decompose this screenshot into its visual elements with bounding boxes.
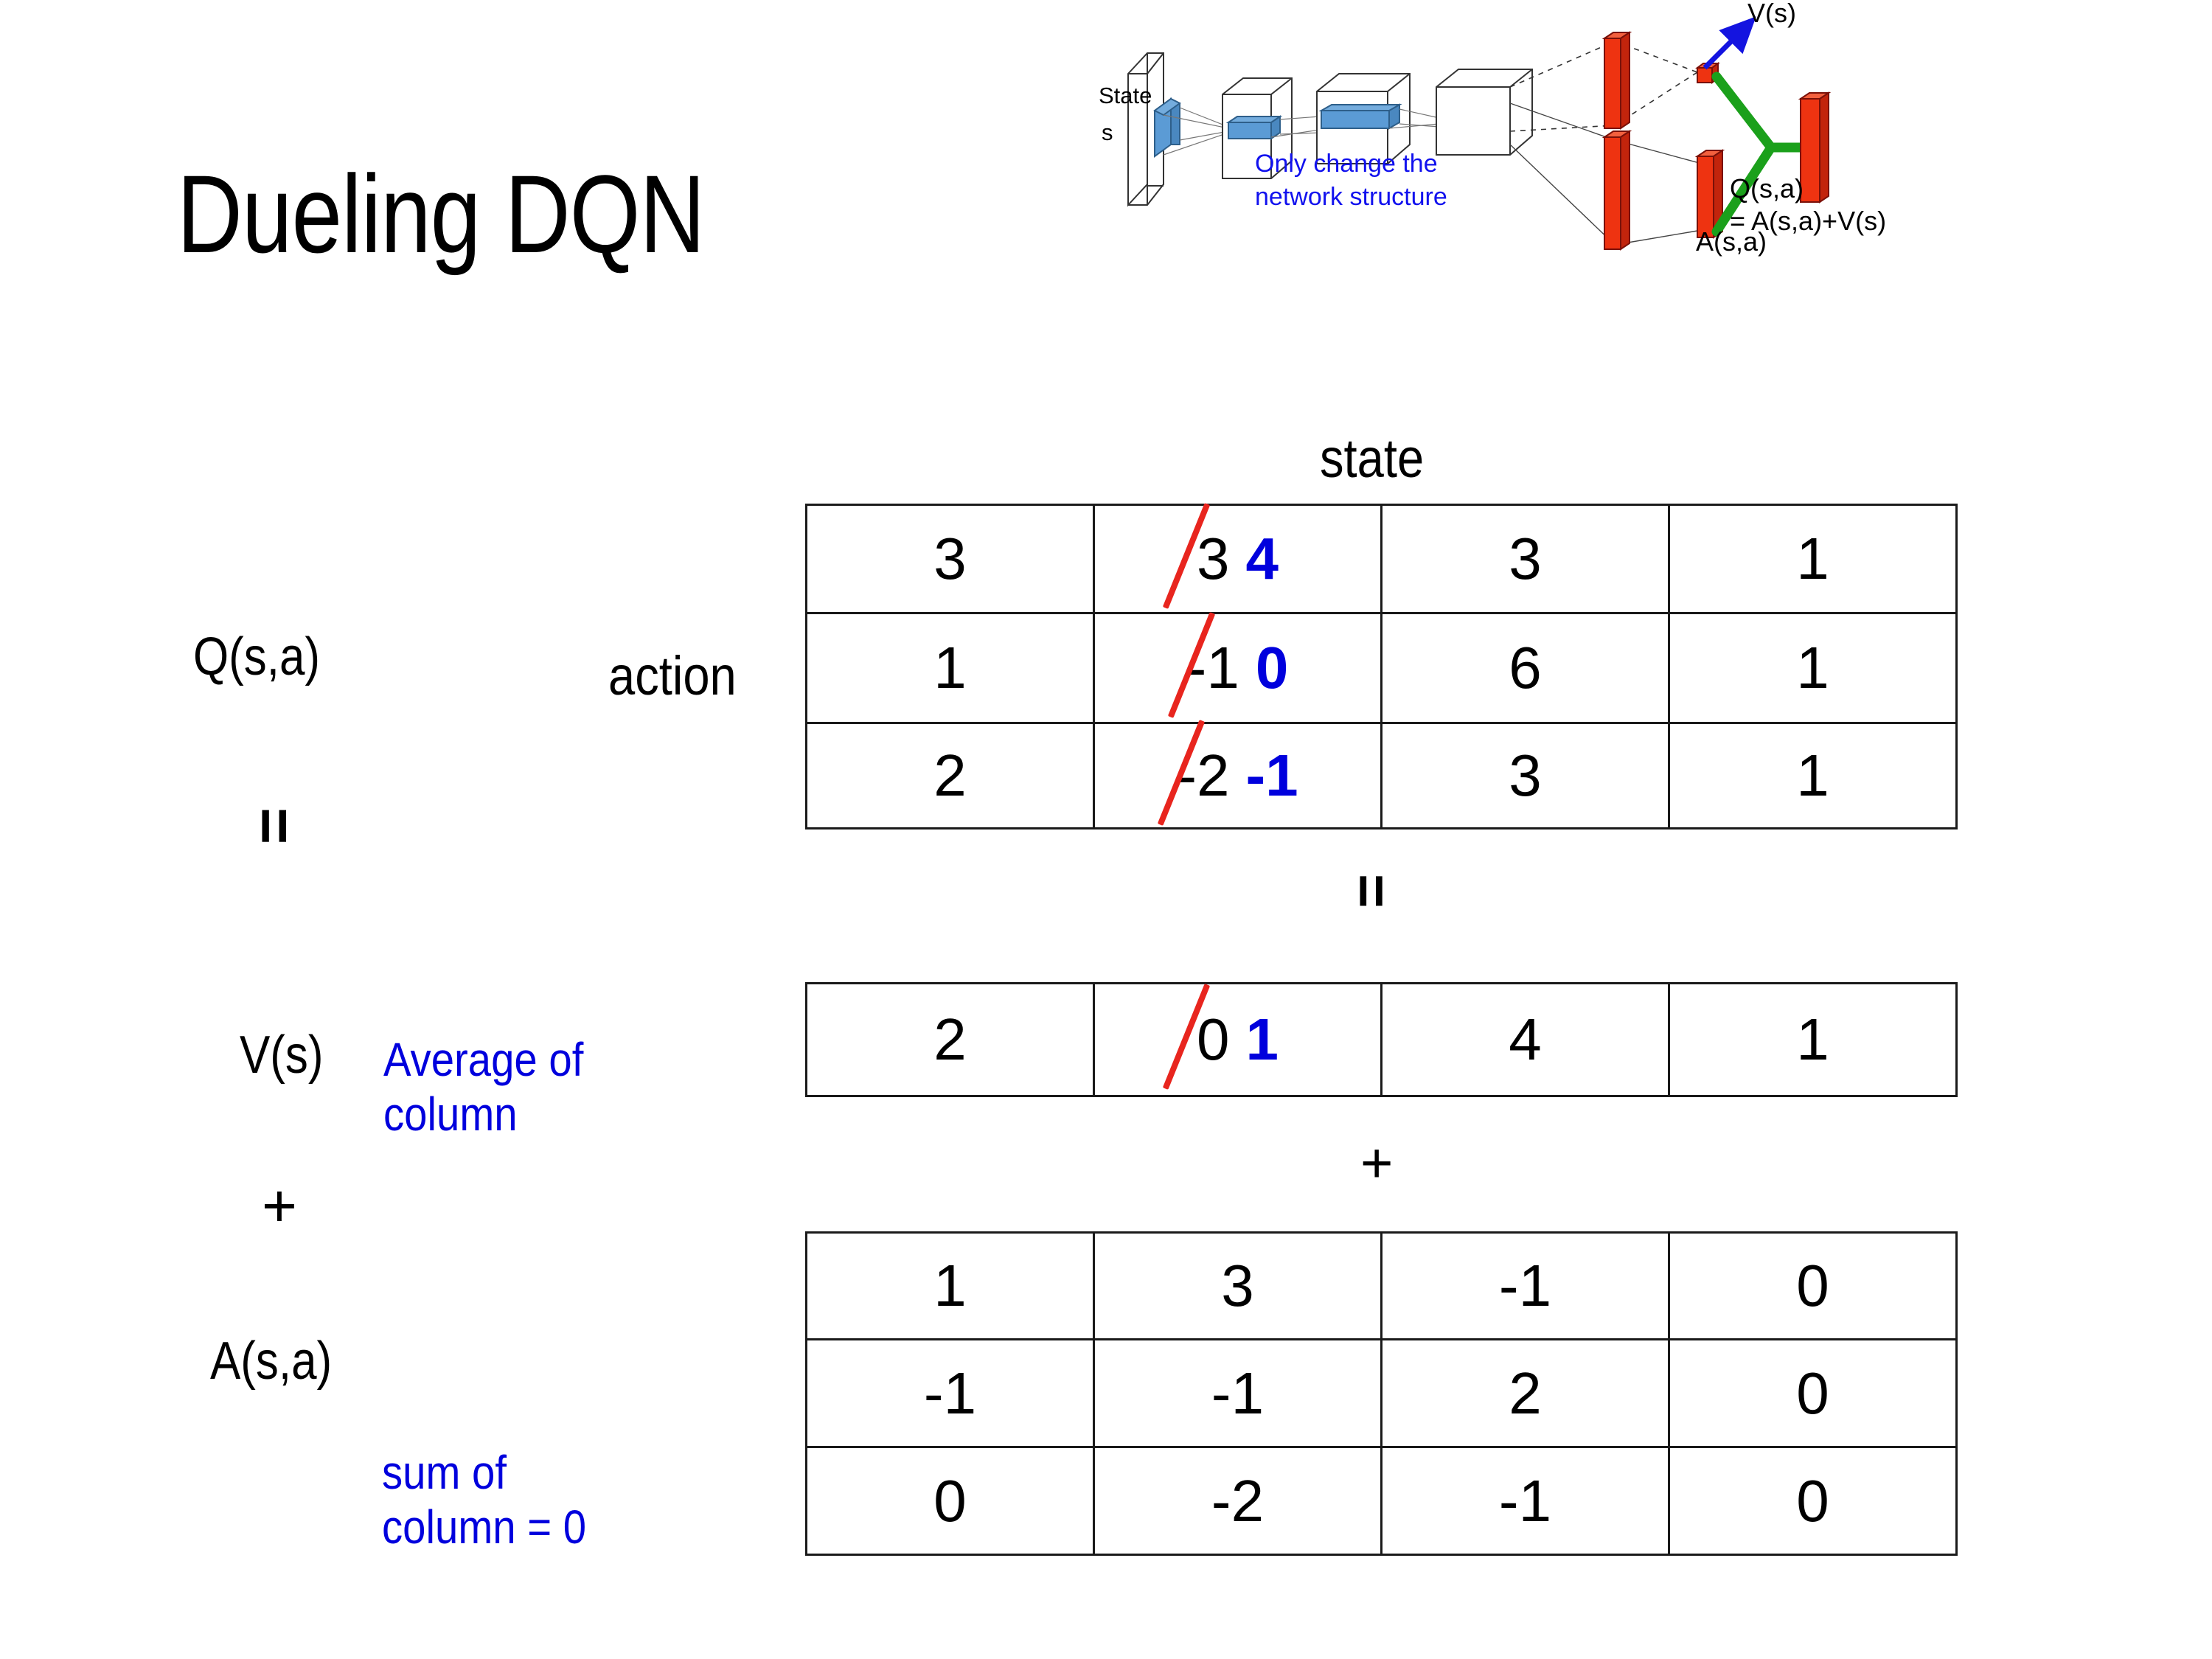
average-of-column-note: Average of column: [383, 1033, 584, 1141]
diagram-q-label-line1: Q(s,a): [1730, 173, 1804, 204]
v-cell-c2[interactable]: 4: [1380, 982, 1670, 1097]
equals-sign-q-v: =: [239, 807, 310, 842]
table-row: 2 -2-1 3 1: [805, 720, 1958, 830]
q-cell-r0c3[interactable]: 1: [1668, 504, 1958, 614]
a-cell-r1c1[interactable]: -1: [1093, 1338, 1382, 1448]
table-row: -1 -1 2 0: [805, 1338, 1958, 1448]
table-row: 1 3 -1 0: [805, 1231, 1958, 1340]
a-cell-r1c2[interactable]: 2: [1380, 1338, 1670, 1448]
diagram-state-label: State: [1099, 83, 1152, 108]
sum-of-column-note: sum of column = 0: [382, 1446, 587, 1554]
diagram-v-label: V(s): [1747, 0, 1796, 28]
v-cell-c3[interactable]: 1: [1668, 982, 1958, 1097]
q-cell-r2c2[interactable]: 3: [1380, 722, 1670, 830]
a-cell-r2c3[interactable]: 0: [1668, 1446, 1958, 1556]
q-cell-r1c0[interactable]: 1: [805, 612, 1095, 724]
v-cell-c0[interactable]: 2: [805, 982, 1095, 1097]
diagram-note-line1: Only change the: [1255, 150, 1438, 178]
q-cell-r2c3[interactable]: 1: [1668, 722, 1958, 830]
a-cell-r0c0[interactable]: 1: [805, 1231, 1095, 1340]
q-cell-r2c1[interactable]: -2-1: [1093, 720, 1382, 830]
q-function-label: Q(s,a): [193, 627, 321, 686]
a-function-label: A(s,a): [210, 1332, 333, 1391]
plus-sign-v-a: +: [262, 1172, 297, 1239]
a-cell-r2c1[interactable]: -2: [1093, 1446, 1382, 1556]
diagram-a-label: A(s,a): [1696, 226, 1767, 257]
action-axis-label: action: [608, 645, 737, 706]
diagram-note-line2: network structure: [1255, 183, 1447, 211]
a-cell-r0c1[interactable]: 3: [1093, 1231, 1382, 1340]
q-cell-r1c2[interactable]: 6: [1380, 612, 1670, 724]
page-title: Dueling DQN: [177, 152, 705, 276]
v-function-label: V(s): [240, 1026, 324, 1085]
a-cell-r1c3[interactable]: 0: [1668, 1338, 1958, 1448]
a-cell-r0c3[interactable]: 0: [1668, 1231, 1958, 1340]
a-cell-r2c2[interactable]: -1: [1380, 1446, 1670, 1556]
q-cell-r0c2[interactable]: 3: [1380, 504, 1670, 614]
q-cell-r0c0[interactable]: 3: [805, 504, 1095, 614]
table-row: 0 -2 -1 0: [805, 1446, 1958, 1556]
a-cell-r0c2[interactable]: -1: [1380, 1231, 1670, 1340]
a-cell-r2c0[interactable]: 0: [805, 1446, 1095, 1556]
q-cell-r1c3[interactable]: 1: [1668, 612, 1958, 724]
dueling-network-diagram: State s Only change the network structur…: [1099, 0, 2212, 413]
diagram-q-label-line2: = A(s,a)+V(s): [1730, 206, 1886, 236]
advantage-table: 1 3 -1 0 -1 -1 2 0 0 -2 -1 0: [805, 1231, 1958, 1556]
diagram-state-symbol: s: [1102, 119, 1113, 145]
equals-sign-between-tables: =: [1339, 874, 1405, 905]
plus-sign-between-tables: +: [1360, 1132, 1394, 1194]
state-axis-label: state: [1320, 428, 1425, 489]
q-cell-r2c0[interactable]: 2: [805, 722, 1095, 830]
a-cell-r1c0[interactable]: -1: [805, 1338, 1095, 1448]
